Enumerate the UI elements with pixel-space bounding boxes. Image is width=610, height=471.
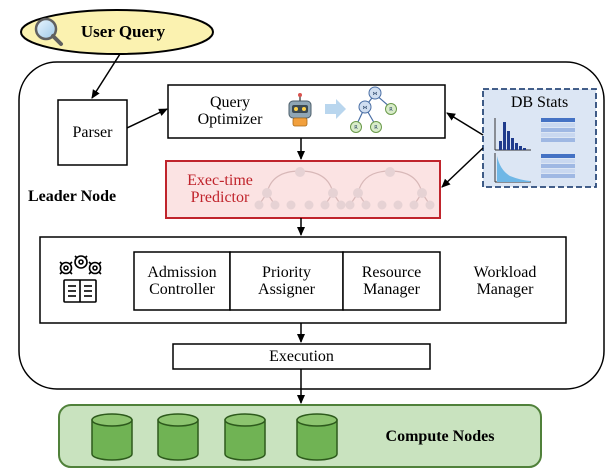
tree-node-leaf-3 bbox=[370, 121, 382, 133]
arrow-stats-to-optimizer bbox=[446, 112, 484, 136]
execution-box bbox=[172, 343, 431, 370]
gears-book-icon bbox=[59, 255, 102, 303]
tree-nodes bbox=[350, 86, 397, 133]
database-icon-2 bbox=[157, 413, 199, 461]
tree-mid-label: ⋈ bbox=[363, 105, 368, 111]
arrow-stats-to-predictor bbox=[441, 147, 484, 188]
arrow-parser-to-optimizer bbox=[126, 108, 168, 129]
tree-node-leaf-2 bbox=[350, 121, 362, 133]
user-query-ellipse bbox=[20, 9, 214, 55]
table-icon-2 bbox=[541, 154, 575, 178]
priority-assigner-line-2: Assigner bbox=[258, 281, 315, 298]
tree-leaf3-label: R bbox=[374, 125, 378, 131]
leader-node-label: Leader Node bbox=[28, 188, 117, 206]
distribution-icon bbox=[494, 153, 531, 183]
exec-time-predictor-line-2: Predictor bbox=[190, 189, 250, 206]
execution-label: Execution bbox=[269, 347, 334, 365]
priority-assigner-line-1: Priority bbox=[262, 263, 311, 281]
tree-leaf1-label: R bbox=[389, 107, 393, 113]
admission-controller-line-1: Admission bbox=[147, 263, 217, 281]
histogram-icon bbox=[494, 118, 531, 151]
database-icon-3 bbox=[224, 413, 266, 461]
workload-manager-label: Workload Manager bbox=[450, 252, 560, 310]
parser-label: Parser bbox=[72, 123, 113, 141]
parser-box bbox=[57, 99, 128, 166]
resource-manager-line-1: Resource bbox=[361, 263, 422, 281]
exec-time-predictor-line-1: Exec-time bbox=[187, 171, 253, 189]
arrow-query-to-parser bbox=[91, 53, 121, 99]
tree-node-join bbox=[358, 100, 372, 114]
arrow-right-icon bbox=[325, 99, 346, 119]
database-icon-1 bbox=[91, 413, 133, 461]
workload-manager-line-2: Manager bbox=[476, 281, 534, 298]
admission-controller-line-2: Controller bbox=[149, 281, 215, 298]
query-optimizer-line-1: Query bbox=[210, 93, 250, 111]
robot-icon bbox=[288, 93, 312, 127]
tree-leaf2-label: R bbox=[354, 125, 358, 131]
workload-manager-line-1: Workload bbox=[473, 263, 537, 281]
compute-nodes-label: Compute Nodes bbox=[385, 428, 495, 446]
tree-node-root bbox=[368, 86, 382, 100]
resource-manager-label: Resource Manager bbox=[343, 252, 440, 310]
predictor-tree-nodes bbox=[254, 167, 435, 210]
user-query-label: User Query bbox=[80, 21, 166, 41]
resource-manager-box bbox=[342, 251, 441, 311]
tree-root-label: ⋈ bbox=[373, 91, 378, 97]
db-stats-label: DB Stats bbox=[510, 94, 569, 112]
priority-assigner-label: Priority Assigner bbox=[230, 252, 343, 310]
admission-controller-label: Admission Controller bbox=[134, 252, 230, 310]
leader-node-box bbox=[18, 61, 605, 390]
tree-node-leaf-1 bbox=[385, 103, 397, 115]
query-optimizer-label: Query Optimizer bbox=[180, 88, 280, 134]
query-optimizer-line-2: Optimizer bbox=[197, 111, 263, 128]
magnifier-icon bbox=[34, 17, 63, 46]
resource-manager-line-2: Manager bbox=[363, 281, 420, 298]
database-icon-4 bbox=[296, 413, 338, 461]
table-icon bbox=[541, 118, 575, 142]
priority-assigner-box bbox=[229, 251, 344, 311]
exec-time-predictor-label: Exec-time Predictor bbox=[174, 164, 266, 214]
admission-controller-box bbox=[133, 251, 231, 311]
